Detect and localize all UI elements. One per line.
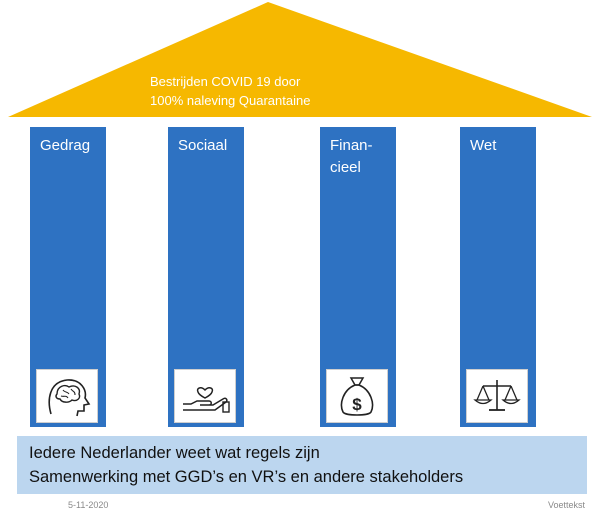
- pillar-label: Wet: [470, 137, 497, 154]
- pillar-label: Finan- cieel: [330, 137, 373, 176]
- base-line-1: Iedere Nederlander weet wat regels zijn: [29, 444, 320, 462]
- roof-text-line-1: Bestrijden COVID 19 door: [150, 74, 301, 89]
- pillar-gedrag: Gedrag: [30, 127, 106, 427]
- pillar-sociaal: Sociaal: [168, 127, 244, 427]
- svg-text:$: $: [352, 395, 362, 414]
- roof-text-line-2: 100% naleving Quarantaine: [150, 93, 311, 108]
- money-bag-icon: $: [326, 369, 388, 423]
- pillar-financieel: Finan- cieel $: [320, 127, 396, 427]
- footer-date: 5-11-2020: [68, 500, 109, 510]
- pillar-label: Sociaal: [178, 137, 228, 154]
- pillar-label: Gedrag: [40, 137, 91, 154]
- roof-triangle: [8, 2, 592, 117]
- hand-heart-icon: [174, 369, 236, 423]
- base-line-2: Samenwerking met GGD’s en VR’s en andere…: [29, 468, 464, 486]
- pillar-wet: Wet: [460, 127, 536, 427]
- footer-text: Voettekst: [548, 500, 586, 510]
- base-banner: Iedere Nederlander weet wat regels zijn …: [17, 436, 587, 494]
- roof: [8, 2, 592, 117]
- head-brain-icon: [36, 369, 98, 423]
- scales-icon: [466, 369, 528, 423]
